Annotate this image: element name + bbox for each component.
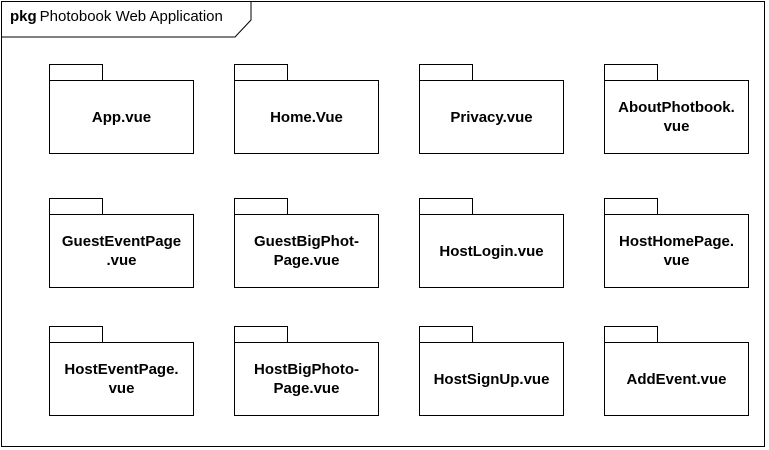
- package-tab: [49, 198, 103, 215]
- package-tab: [419, 64, 473, 81]
- package-body: GuestBigPhot- Page.vue: [234, 214, 379, 288]
- package-tab: [604, 198, 658, 215]
- frame-name-tab: [1, 1, 252, 38]
- package-label: HostEventPage. vue: [64, 361, 179, 397]
- package-body: HostHomePage. vue: [604, 214, 749, 288]
- package-label: AddEvent.vue: [626, 370, 727, 388]
- package-body: AddEvent.vue: [604, 342, 749, 416]
- package-label: GuestEventPage .vue: [61, 233, 182, 269]
- package-host-login-vue[interactable]: HostLogin.vue: [419, 198, 564, 288]
- package-body: AboutPhotbook. vue: [604, 80, 749, 154]
- package-tab: [49, 64, 103, 81]
- package-body: HostLogin.vue: [419, 214, 564, 288]
- package-body: HostEventPage. vue: [49, 342, 194, 416]
- package-privacy-vue[interactable]: Privacy.vue: [419, 64, 564, 154]
- package-tab: [234, 326, 288, 343]
- package-host-sign-up-vue[interactable]: HostSignUp.vue: [419, 326, 564, 416]
- package-label: HostHomePage. vue: [618, 233, 735, 269]
- package-tab: [604, 64, 658, 81]
- package-label: App.vue: [91, 108, 152, 126]
- package-body: HostBigPhoto- Page.vue: [234, 342, 379, 416]
- package-add-event-vue[interactable]: AddEvent.vue: [604, 326, 749, 416]
- package-label: HostBigPhoto- Page.vue: [254, 361, 359, 397]
- package-tab: [419, 198, 473, 215]
- package-body: App.vue: [49, 80, 194, 154]
- package-label: HostLogin.vue: [439, 242, 544, 260]
- frame-name: Photobook Web Application: [39, 8, 223, 25]
- package-tab: [49, 326, 103, 343]
- package-body: HostSignUp.vue: [419, 342, 564, 416]
- package-app-vue[interactable]: App.vue: [49, 64, 194, 154]
- package-guest-big-photo-page-vue[interactable]: GuestBigPhot- Page.vue: [234, 198, 379, 288]
- package-body: Home.Vue: [234, 80, 379, 154]
- package-tab: [419, 326, 473, 343]
- package-label: Privacy.vue: [450, 108, 533, 126]
- package-label: AboutPhotbook. vue: [618, 99, 735, 135]
- package-tab: [604, 326, 658, 343]
- package-label: GuestBigPhot- Page.vue: [254, 233, 359, 269]
- package-host-big-photo-page-vue[interactable]: HostBigPhoto- Page.vue: [234, 326, 379, 416]
- package-tab: [234, 64, 288, 81]
- package-label: Home.Vue: [270, 108, 343, 126]
- package-host-home-page-vue[interactable]: HostHomePage. vue: [604, 198, 749, 288]
- package-home-vue[interactable]: Home.Vue: [234, 64, 379, 154]
- package-tab: [234, 198, 288, 215]
- package-body: Privacy.vue: [419, 80, 564, 154]
- package-host-event-page-vue[interactable]: HostEventPage. vue: [49, 326, 194, 416]
- package-about-photbook-vue[interactable]: AboutPhotbook. vue: [604, 64, 749, 154]
- package-label: HostSignUp.vue: [433, 370, 550, 388]
- package-body: GuestEventPage .vue: [49, 214, 194, 288]
- package-guest-event-page-vue[interactable]: GuestEventPage .vue: [49, 198, 194, 288]
- frame-keyword: pkg: [10, 8, 37, 25]
